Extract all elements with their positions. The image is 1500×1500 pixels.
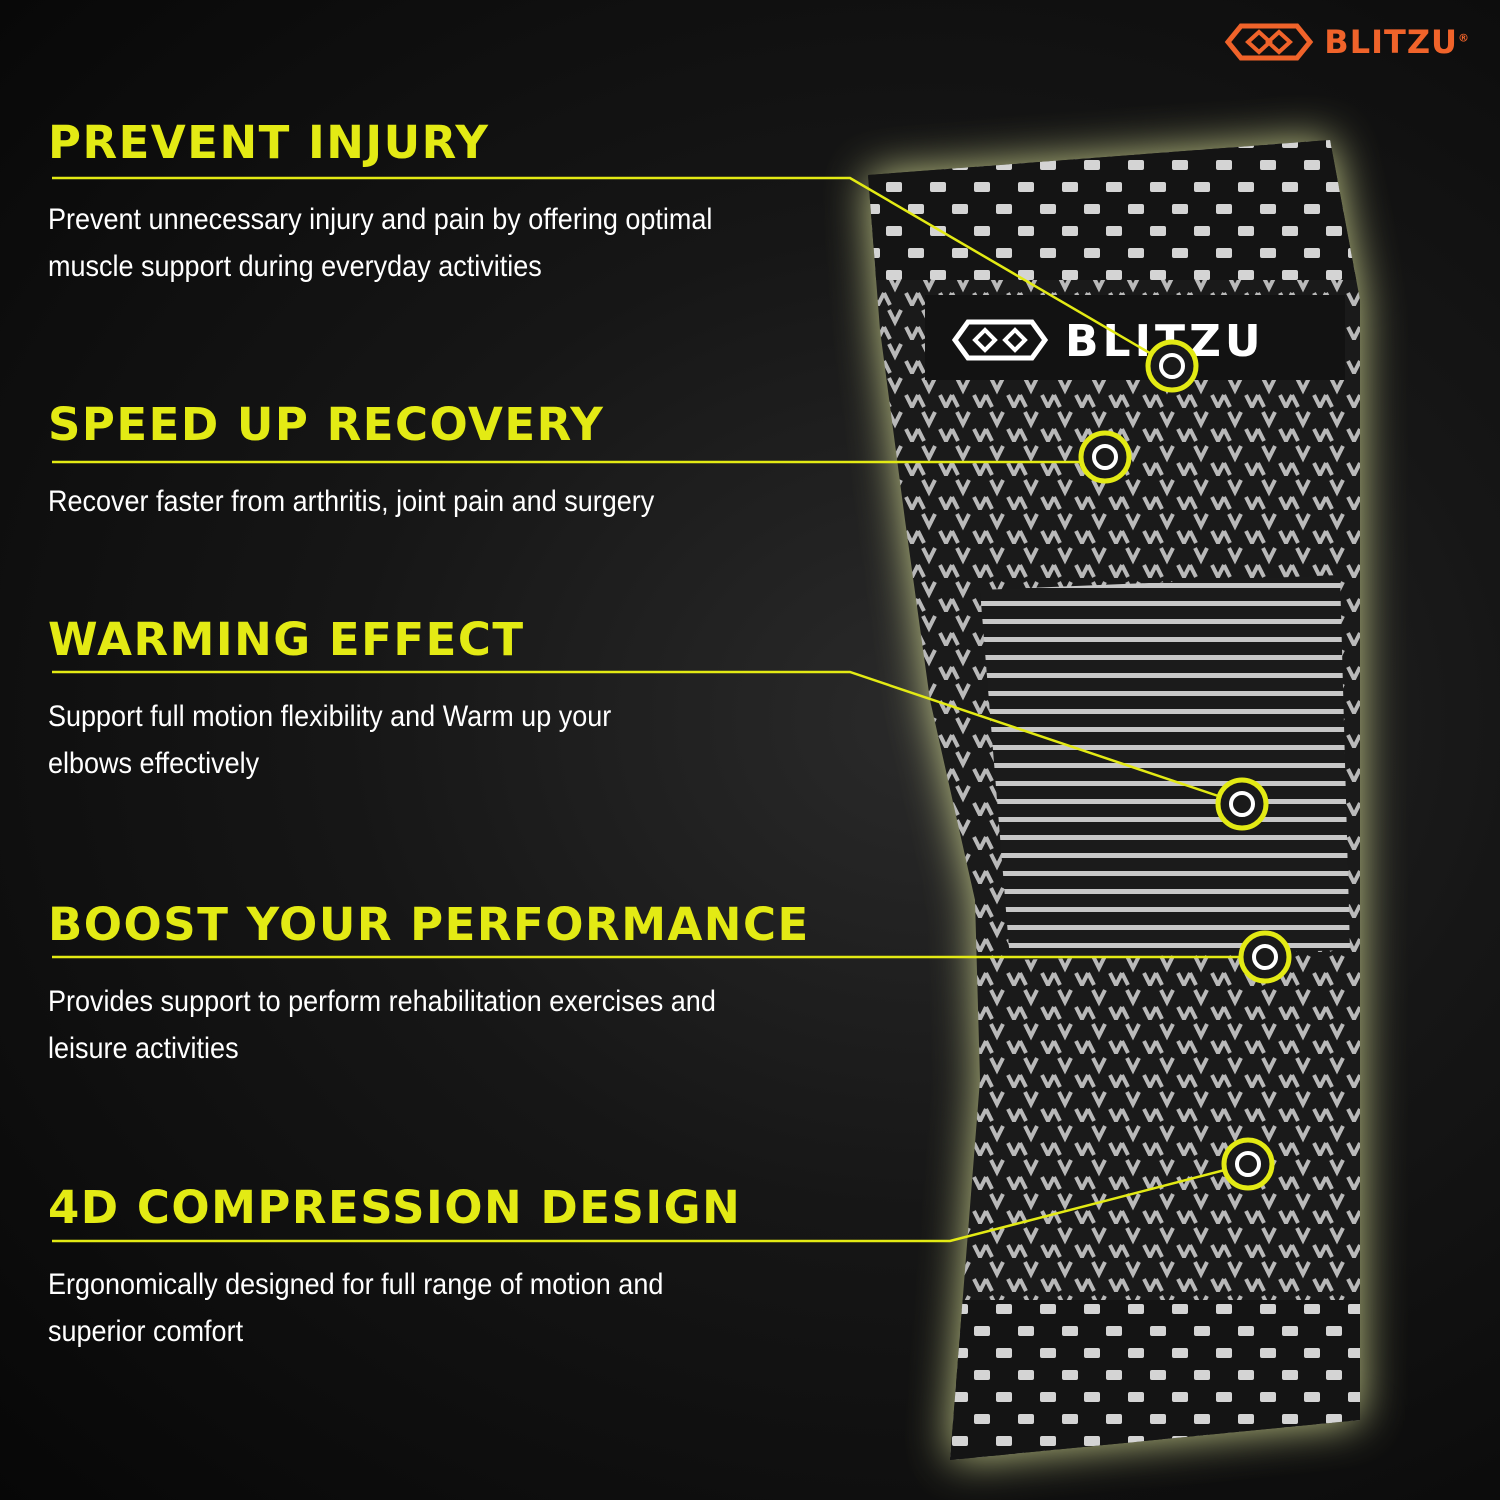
brand-name-text: BLITZU [1324,23,1458,61]
marker-circle-icon [1221,1137,1275,1191]
feature-title: BOOST YOUR PERFORMANCE [48,898,810,951]
callout-line-1 [52,176,1173,368]
feature-description: Recover faster from arthritis, joint pai… [48,485,655,518]
feature-title: PREVENT INJURY [48,116,490,169]
callout-markers [1078,339,1292,1191]
feature-description: Prevent unnecessary injury and pain by o… [48,203,713,283]
feature-4d-compression: 4D COMPRESSION DESIGN Ergonomically desi… [48,1185,848,1355]
callout-line-3 [52,670,1243,806]
marker-circle-icon [1238,930,1292,984]
feature-title: WARMING EFFECT [48,613,525,666]
marker-circle-icon [1145,339,1199,393]
feature-warming-effect: WARMING EFFECT Support full motion flexi… [48,617,848,787]
registered-mark: ® [1458,31,1470,45]
feature-description: Support full motion flexibility and Warm… [48,700,612,780]
feature-title: SPEED UP RECOVERY [48,398,605,451]
brand-logo-icon [1225,23,1314,61]
brand-name: BLITZU® [1324,23,1470,61]
marker-circle-icon [1078,430,1132,484]
feature-title: 4D COMPRESSION DESIGN [48,1181,742,1234]
feature-boost-performance: BOOST YOUR PERFORMANCE Provides support … [48,902,848,1072]
feature-prevent-injury: PREVENT INJURY Prevent unnecessary injur… [48,120,848,290]
callout-line-5 [52,1162,1249,1243]
brand-logo: BLITZU® [1224,18,1470,66]
feature-speed-up-recovery: SPEED UP RECOVERY Recover faster from ar… [48,402,848,526]
marker-circle-icon [1215,777,1269,831]
feature-description: Provides support to perform rehabilitati… [48,985,716,1065]
feature-description: Ergonomically designed for full range of… [48,1268,664,1348]
